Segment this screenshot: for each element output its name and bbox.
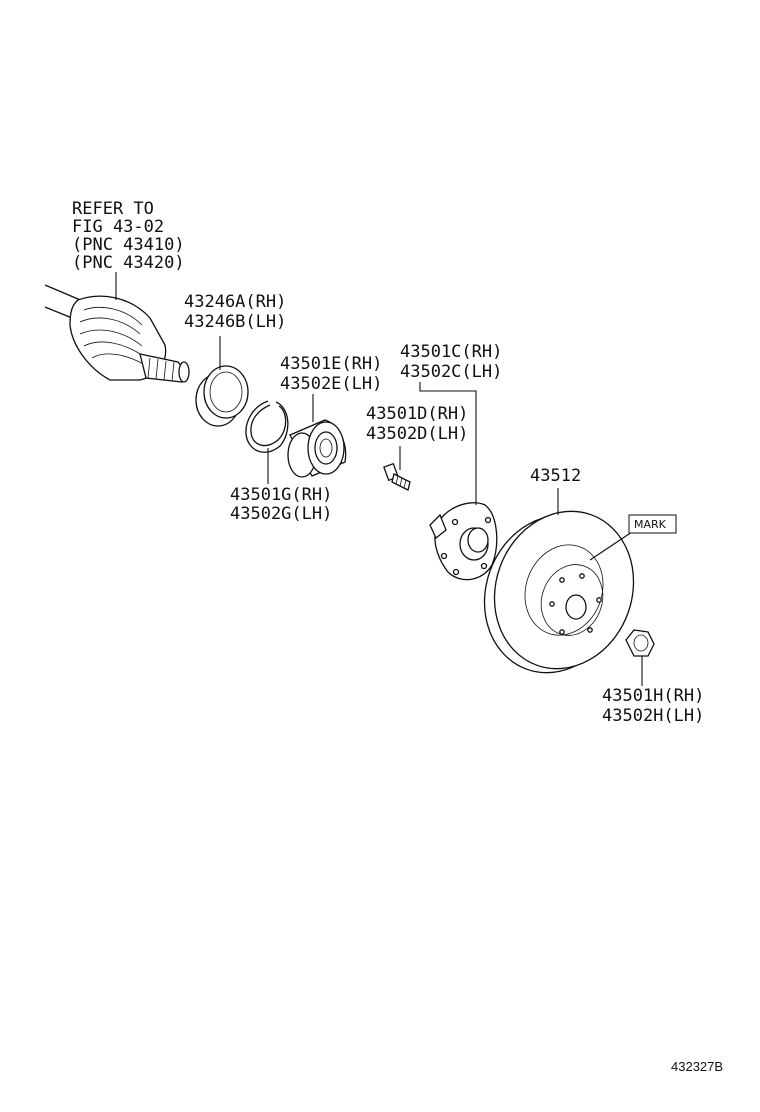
hub-bolt-lh-label: 43502D(LH) [366, 424, 468, 444]
hub-bolt [383, 462, 411, 491]
nut-rh-label: 43501H(RH) [602, 686, 704, 706]
callout-hub-bolt: 43501D(RH) 43502D(LH) [366, 404, 468, 444]
disc-part-number: 43512 [530, 466, 581, 486]
callout-hub: 43501C(RH) 43502C(LH) [400, 342, 502, 382]
callout-nut: 43501H(RH) 43502H(LH) [602, 686, 704, 726]
oil-seal [195, 365, 249, 427]
snap-ring [245, 400, 289, 453]
bearing-rh-label: 43501E(RH) [280, 354, 382, 374]
refer-line3: (PNC 43410) [72, 235, 185, 255]
refer-line2: FIG 43-02 [72, 217, 164, 237]
hub-bearing [287, 419, 347, 478]
refer-line4: (PNC 43420) [72, 253, 185, 273]
callout-snap-ring: 43501G(RH) 43502G(LH) [230, 485, 332, 524]
drive-shaft-cv-joint [44, 284, 190, 383]
hub-lh-label: 43502C(LH) [400, 362, 502, 382]
callout-refer: REFER TO FIG 43-02 (PNC 43410) (PNC 4342… [72, 199, 185, 273]
seal-lh-label: 43246B(LH) [184, 312, 286, 332]
refer-line1: REFER TO [72, 199, 154, 219]
bearing-lh-label: 43502E(LH) [280, 374, 382, 394]
mark-label: MARK [634, 518, 667, 531]
hub-bolt-rh-label: 43501D(RH) [366, 404, 468, 424]
axle-hub [429, 502, 498, 581]
snap-ring-lh-label: 43502G(LH) [230, 504, 332, 524]
callout-mark: MARK [628, 514, 677, 534]
callout-disc: 43512 [530, 466, 581, 486]
brake-disc [483, 510, 635, 674]
figure-id: 432327B [671, 1059, 723, 1074]
hub-rh-label: 43501C(RH) [400, 342, 502, 362]
mark-box [628, 514, 677, 534]
nut-lh-label: 43502H(LH) [602, 706, 704, 726]
seal-rh-label: 43246A(RH) [184, 292, 286, 312]
leader-lines [115, 272, 643, 686]
callout-seal: 43246A(RH) 43246B(LH) [184, 292, 286, 332]
snap-ring-rh-label: 43501G(RH) [230, 485, 332, 505]
callout-bearing: 43501E(RH) 43502E(LH) [280, 354, 382, 394]
lock-nut [625, 629, 655, 657]
